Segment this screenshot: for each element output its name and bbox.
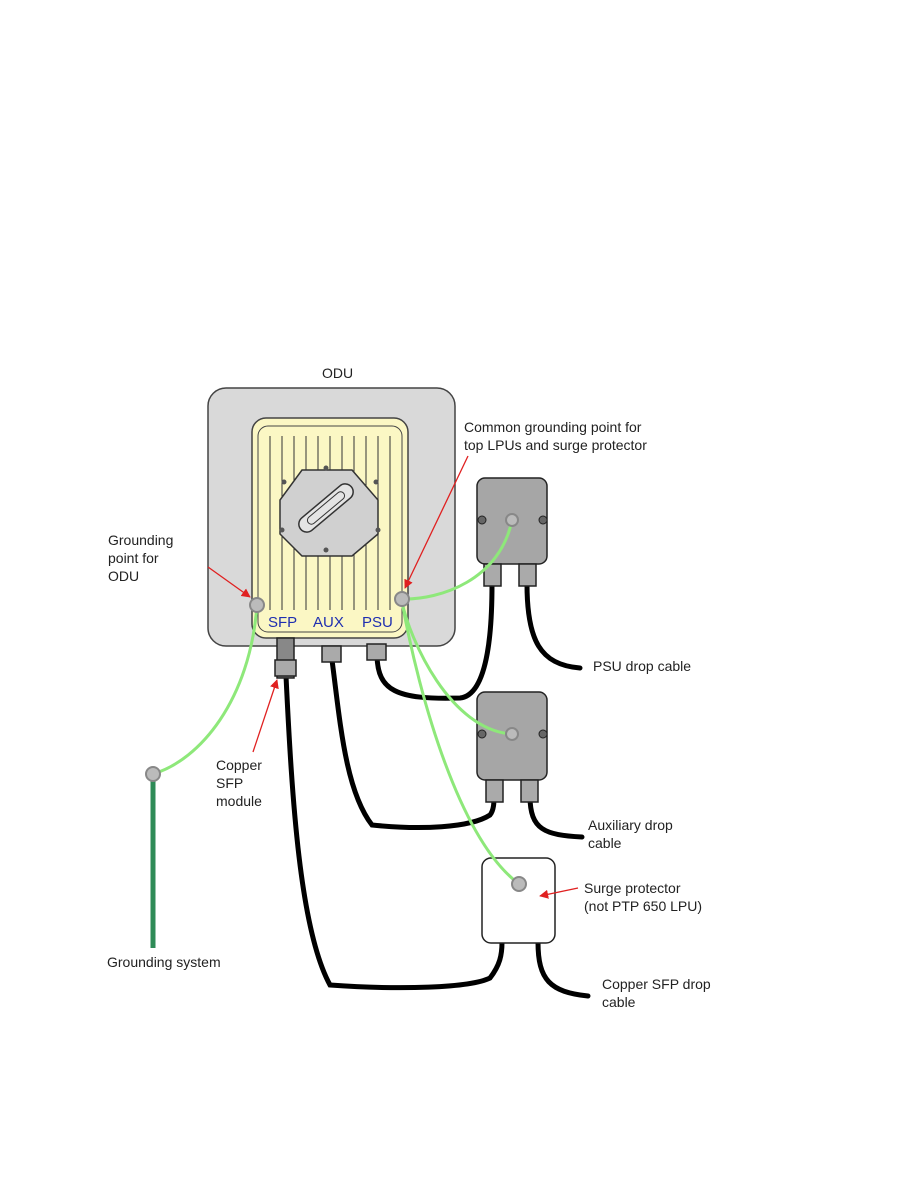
sfp-module-arrow (252, 679, 279, 753)
odu-ground-label: Grounding point for ODU (108, 532, 177, 584)
surge-ground-point (511, 876, 527, 892)
psu-drop-label: PSU drop cable (593, 658, 691, 674)
surge-protector-label: Surge protector (not PTP 650 LPU) (584, 880, 702, 914)
ground-wires (152, 519, 520, 886)
aux-drop-label: Auxiliary drop cable (588, 817, 677, 851)
top-lpu-ground-wire (401, 519, 514, 601)
odu-mount-bolts (279, 465, 381, 553)
psu-cable (374, 581, 495, 701)
drop-cables (283, 581, 591, 999)
common-ground-arrow (404, 455, 469, 589)
top-lpu-aux-gland-right (520, 779, 539, 803)
psu-gland (366, 643, 387, 661)
grounding-system-label: Grounding system (107, 954, 221, 970)
top-lpu-psu-ground-point (505, 513, 519, 527)
odu-ground-arrow (207, 566, 251, 598)
aux-drop-cable (527, 793, 585, 840)
odu-ground-wire (152, 604, 259, 776)
copper-sfp-drop-label: Copper SFP drop cable (602, 976, 715, 1010)
common-ground-label: Common grounding point for top LPUs and … (464, 419, 647, 453)
psu-drop-cable (524, 581, 583, 671)
grounding-system-point (145, 766, 161, 782)
odu-mount-slot (298, 483, 354, 533)
port-label-sfp: SFP (268, 614, 297, 631)
port-label-psu: PSU (362, 614, 393, 631)
top-lpu-aux-gland-left (485, 779, 504, 803)
top-lpu-aux-ground-point (505, 727, 519, 741)
top-lpu-psu-gland-right (518, 563, 537, 587)
odu-ground-point (249, 597, 265, 613)
odu-title: ODU (322, 365, 353, 381)
odu-inner-panel (257, 425, 403, 633)
surge-arrow (539, 887, 579, 899)
top-lpu-psu-right-bolt (538, 515, 548, 525)
pointer-arrows (207, 455, 579, 899)
common-ground-point (394, 591, 410, 607)
odu-mount-slot-inner (306, 491, 346, 525)
sfp-gland (274, 659, 297, 677)
top-lpu-aux-right-bolt (538, 729, 548, 739)
surge-protector (481, 857, 556, 944)
top-lpu-aux-left-bolt (477, 729, 487, 739)
sfp-cable (283, 673, 505, 991)
sfp-drop-cable (535, 939, 591, 999)
top-lpu-psu-left-bolt (477, 515, 487, 525)
port-label-aux: AUX (313, 614, 344, 631)
aux-gland (321, 645, 342, 663)
aux-cable (329, 657, 497, 831)
top-lpu-psu-gland-left (483, 563, 502, 587)
surge-ground-wire (400, 601, 520, 886)
copper-sfp-module-label: Copper SFP module (216, 757, 266, 809)
